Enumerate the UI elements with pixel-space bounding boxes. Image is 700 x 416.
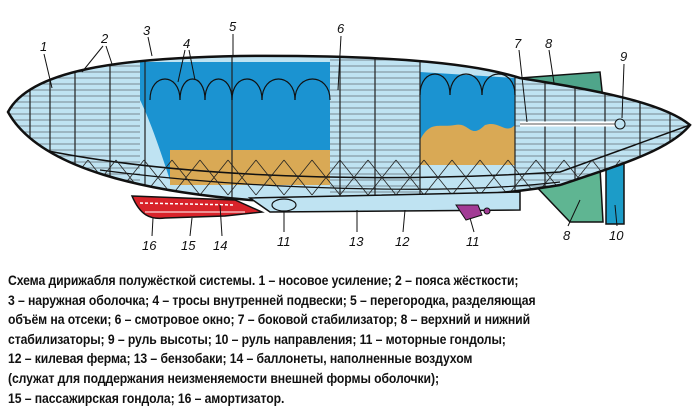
label-13: 13 [349, 234, 364, 249]
label-7: 7 [514, 36, 522, 51]
passenger-gondola [130, 195, 265, 220]
label-8-top: 8 [545, 36, 553, 51]
label-6: 6 [337, 21, 345, 36]
airship-diagram: 1 2 3 4 5 6 7 8 9 16 15 14 11 13 12 11 8… [6, 19, 692, 253]
label-1: 1 [40, 39, 47, 54]
caption-line: стабилизаторы; 9 – руль высоты; 10 – рул… [8, 331, 506, 348]
caption-line: (служат для поддержания неизменяемости в… [8, 370, 439, 387]
hull-outline [6, 54, 692, 204]
label-9: 9 [620, 49, 627, 64]
motor-gondola-front [271, 198, 297, 212]
elevator [614, 118, 626, 130]
label-3: 3 [143, 23, 151, 38]
callout-labels: 1 2 3 4 5 6 7 8 9 16 15 14 11 13 12 11 8… [40, 19, 627, 253]
keel-truss [247, 191, 521, 213]
label-10: 10 [609, 228, 624, 243]
caption-line: 15 – пассажирская гондола; 16 – амортиза… [8, 390, 285, 407]
ballonet-rear [420, 123, 515, 165]
label-15: 15 [181, 238, 196, 253]
label-14: 14 [213, 238, 227, 253]
caption-line: объём на отсеки; 6 – смотровое окно; 7 –… [8, 312, 530, 329]
label-16: 16 [142, 238, 157, 253]
caption: Схема дирижабля полужёсткой системы. 1 –… [8, 272, 627, 409]
caption-line: 3 – наружная оболочка; 4 – тросы внутрен… [8, 292, 536, 309]
label-2: 2 [100, 31, 109, 46]
label-5: 5 [229, 19, 237, 34]
motor-gondola-rear [455, 204, 483, 221]
label-8-bottom: 8 [563, 228, 571, 243]
label-12: 12 [395, 234, 410, 249]
label-11-front: 11 [277, 234, 291, 249]
caption-line: 12 – килевая ферма; 13 – бензобаки; 14 –… [8, 351, 473, 368]
caption-line: Схема дирижабля полужёсткой системы. 1 –… [8, 273, 519, 289]
label-4: 4 [183, 36, 190, 51]
label-11-rear: 11 [466, 234, 480, 249]
